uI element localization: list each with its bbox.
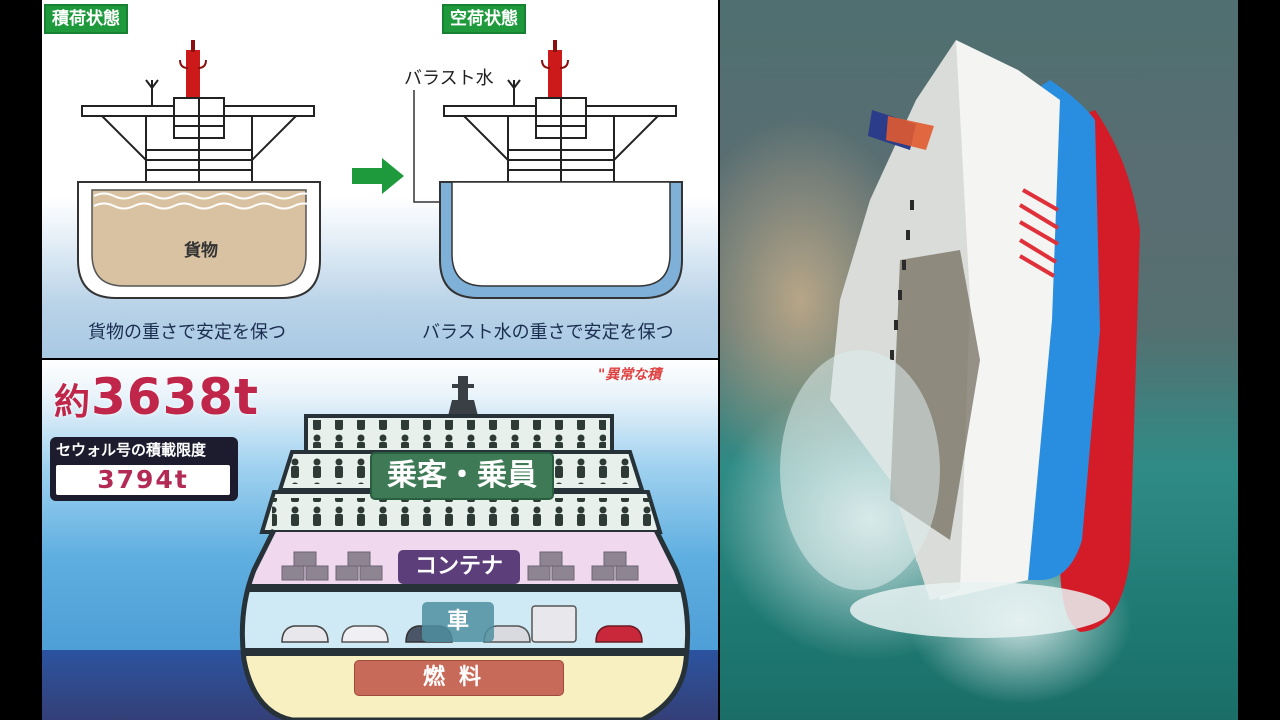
load-limit-value: 3794t <box>56 465 230 495</box>
empty-state-label: 空荷状態 <box>442 4 526 34</box>
corner-caption-tag: "異常な積 <box>598 367 662 383</box>
cargo-weight-figure: 約3638t <box>54 368 259 426</box>
ballast-diagram-panel: 積荷状態 空荷状態 バラスト水 <box>42 0 718 358</box>
loaded-caption: 貨物の重さで安定を保つ <box>88 322 286 343</box>
capsizing-ferry-photo <box>720 0 1238 720</box>
passenger-crew-label: 乗客・乗員 <box>370 452 554 500</box>
container-label: コンテナ <box>398 550 520 584</box>
load-limit-title: セウォル号の積載限度 <box>56 441 207 459</box>
cargo-weight-value: 3638t <box>91 368 260 426</box>
ballast-water-label: バラスト水 <box>404 68 494 89</box>
cargo-label: 貨物 <box>184 241 218 261</box>
loaded-ship-icon <box>77 40 321 299</box>
empty-caption: バラスト水の重さで安定を保つ <box>422 322 674 343</box>
ferry-cross-section-icon <box>239 376 691 720</box>
loaded-state-label: 積荷状態 <box>44 4 128 34</box>
approx-prefix: 約 <box>54 382 92 423</box>
load-limit-box: セウォル号の積載限度 3794t <box>50 437 238 501</box>
ship-cross-section-diagrams <box>77 40 683 299</box>
empty-ship-icon <box>439 40 683 299</box>
right-arrow-icon <box>352 158 404 194</box>
ferry-hull-illustration <box>780 40 1140 638</box>
ferry-load-diagram-panel: 約3638t セウォル号の積載限度 3794t "異常な積 <box>42 360 718 720</box>
vehicle-label: 車 <box>422 602 494 642</box>
fuel-label: 燃料 <box>354 660 564 696</box>
